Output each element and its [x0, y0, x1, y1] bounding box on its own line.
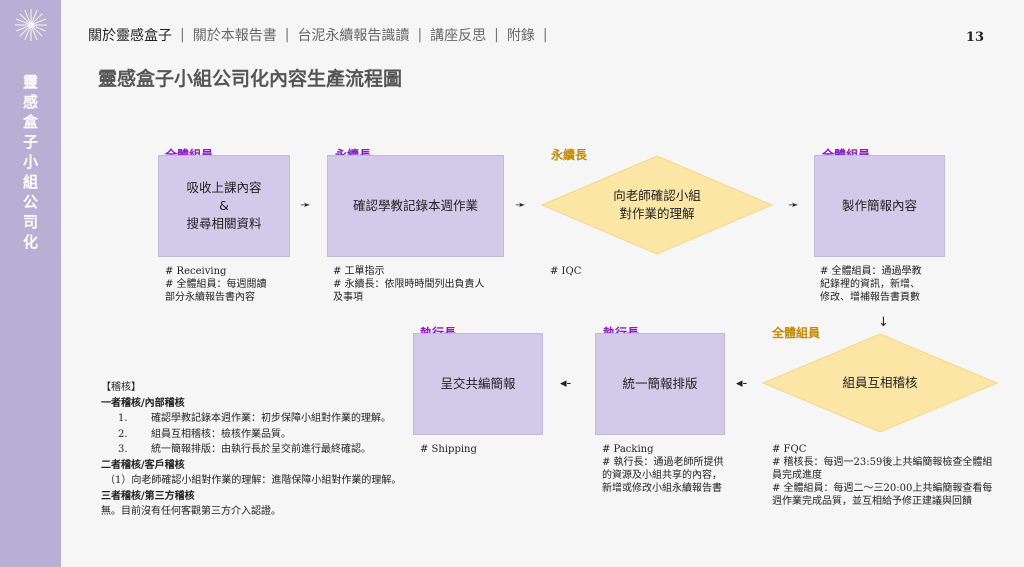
note-line: # Packing: [602, 444, 654, 455]
audit-third-heading: 三者稽核/第三方稽核: [101, 490, 195, 502]
arrow-right-icon: ➛: [300, 198, 311, 213]
box-text-line: &: [219, 198, 229, 213]
audit-item-number: 3.: [118, 444, 128, 455]
note-step1: # Receiving # 全體組員：每週閱讀 部分永續報告書內容: [165, 265, 267, 304]
audit-list-item: 2. 組員互相稽核：檢核作業品質。: [101, 427, 401, 443]
arrow-left-icon: ◂-: [736, 376, 748, 391]
nav-item-about-box[interactable]: 關於靈感盒子: [88, 28, 172, 44]
arrow-right-icon: ➛: [515, 198, 526, 213]
arrow-down-icon: ↓: [878, 315, 889, 330]
audit-item-text: 確認學教記錄本週作業：初步保障小組對作業的理解。: [151, 413, 391, 424]
sidebar-title-char: 盒: [22, 113, 38, 131]
note-line: # 全體組員：每週閱讀: [165, 279, 267, 290]
nav-separator: |: [494, 27, 499, 43]
nav-separator: |: [417, 27, 423, 43]
nav-item-report-reading[interactable]: 台泥永續報告識讀: [297, 28, 410, 44]
sunburst-logo-icon: [15, 9, 47, 41]
audit-second-text: （1）向老師確認小組對作業的理解：進階保障小組對作業的理解。: [105, 475, 402, 486]
note-line: # IQC: [550, 266, 582, 277]
audit-second-heading: 二者稽核/客戶稽核: [101, 459, 185, 471]
audit-title: 【稽核】: [101, 382, 141, 393]
decision-diamond-fqc: 組員互相稽核: [762, 333, 998, 433]
role-label-step3: 永續長: [551, 148, 588, 162]
note-step5: # FQC # 稽核長：每週一23:59後上共編簡報檢查全體組 員完成進度 # …: [772, 443, 992, 508]
audit-legend: 【稽核】 一者稽核/內部稽核 1. 確認學教記錄本週作業：初步保障小組對作業的理…: [101, 380, 401, 520]
nav-separator: |: [180, 27, 185, 43]
process-box-submit: 呈交共編簡報: [413, 333, 543, 435]
note-line: 部分永續報告書內容: [165, 292, 255, 303]
box-text-line: 製作簡報內容: [841, 198, 917, 213]
sidebar-title-char: 子: [22, 133, 38, 151]
note-line: # 全體組員：通過學教: [820, 266, 922, 277]
nav-item-reflection[interactable]: 講座反思: [430, 28, 487, 44]
note-line: # 永續長：依限時時間列出負責人: [333, 279, 485, 290]
diamond-text-line: 對作業的理解: [619, 206, 695, 221]
top-nav: 關於靈感盒子 | 關於本報告書 | 台泥永續報告識讀 | 講座反思 | 附錄 |: [88, 25, 550, 45]
audit-list-item: 1. 確認學教記錄本週作業：初步保障小組對作業的理解。: [101, 411, 401, 427]
audit-list-item: 3. 統一簡報排版：由執行長於呈交前進行最終確認。: [101, 442, 401, 458]
note-line: # FQC: [772, 444, 807, 455]
note-line: # 執行長：通過老師所提供: [602, 457, 724, 468]
process-box-make-slides: 製作簡報內容: [814, 155, 945, 257]
box-text-line: 吸收上課內容: [186, 180, 262, 195]
note-step7: # Shipping: [420, 443, 477, 456]
process-box-unify-layout: 統一簡報排版: [595, 333, 725, 435]
audit-item-text: 統一簡報排版：由執行長於呈交前進行最終確認。: [151, 444, 371, 455]
box-text-line: 確認學教記錄本週作業: [352, 198, 478, 213]
sidebar-title-char: 靈: [22, 73, 38, 91]
audit-third-text: 無。目前沒有任何客觀第三方介入認證。: [101, 506, 281, 517]
box-text-line: 搜尋相關資料: [186, 216, 262, 231]
nav-item-appendix[interactable]: 附錄: [506, 28, 535, 44]
note-line: 新增或修改小組永續報告書: [602, 483, 722, 494]
note-line: # Receiving: [165, 266, 227, 277]
decision-diamond-iqc: 向老師確認小組 對作業的理解: [541, 155, 773, 255]
audit-item-number: 2.: [118, 428, 128, 440]
process-box-confirm-notes: 確認學教記錄本週作業: [327, 155, 504, 257]
note-line: 員完成進度: [772, 470, 822, 481]
sidebar-title-char: 組: [22, 173, 38, 191]
box-text-line: 呈交共編簡報: [440, 376, 516, 391]
sidebar-title-char: 感: [22, 93, 38, 111]
note-line: 修改、增補報告書頁數: [820, 292, 920, 303]
sidebar-title-char: 化: [22, 233, 38, 251]
note-line: 週作業完成品質，並互相給予修正建議與回饋: [772, 496, 972, 507]
note-line: 的資源及小組共享的內容，: [602, 470, 722, 481]
note-step3: # IQC: [550, 265, 581, 278]
sidebar-title-char: 公: [22, 193, 38, 211]
arrow-right-icon: ➛: [788, 198, 799, 213]
diamond-text-line: 組員互相稽核: [842, 375, 918, 390]
box-text-line: 統一簡報排版: [622, 376, 698, 391]
note-step6: # Packing # 執行長：通過老師所提供 的資源及小組共享的內容， 新增或…: [602, 443, 724, 495]
diamond-shape: [762, 333, 998, 433]
process-box-receiving: 吸收上課內容 & 搜尋相關資料: [158, 155, 290, 257]
note-line: 及事項: [333, 292, 363, 303]
diamond-shape: [541, 155, 773, 255]
role-label-step5: 全體組員: [772, 326, 821, 340]
sidebar-title-char: 小: [22, 153, 38, 171]
sidebar: 靈 感 盒 子 小 組 公 司 化: [0, 0, 61, 567]
note-step2: # 工單指示 # 永續長：依限時時間列出負責人 及事項: [333, 265, 485, 304]
sidebar-vertical-title: 靈 感 盒 子 小 組 公 司 化: [0, 72, 61, 252]
page-number: 13: [965, 30, 984, 45]
audit-item-text: 組員互相稽核：檢核作業品質。: [151, 428, 291, 440]
audit-item-number: 1.: [118, 413, 128, 424]
nav-item-about-report[interactable]: 關於本報告書: [192, 28, 277, 44]
note-line: # 全體組員：每週二～三20:00上共編簡報查看每: [772, 483, 993, 494]
note-line: # 工單指示: [333, 266, 385, 277]
note-line: 紀錄裡的資訊，新增、: [820, 279, 920, 290]
arrow-left-icon: ◂-: [560, 376, 572, 391]
note-step4: # 全體組員：通過學教 紀錄裡的資訊，新增、 修改、增補報告書頁數: [820, 265, 922, 304]
nav-separator: |: [542, 27, 548, 43]
note-line: # Shipping: [420, 444, 477, 455]
sidebar-title-char: 司: [22, 213, 38, 231]
audit-first-heading: 一者稽核/內部稽核: [101, 397, 185, 409]
nav-separator: |: [284, 27, 290, 43]
note-line: # 稽核長：每週一23:59後上共編簡報檢查全體組: [772, 457, 993, 468]
page-title: 靈感盒子小組公司化內容生產流程圖: [98, 68, 403, 90]
diamond-text-line: 向老師確認小組: [613, 188, 701, 203]
